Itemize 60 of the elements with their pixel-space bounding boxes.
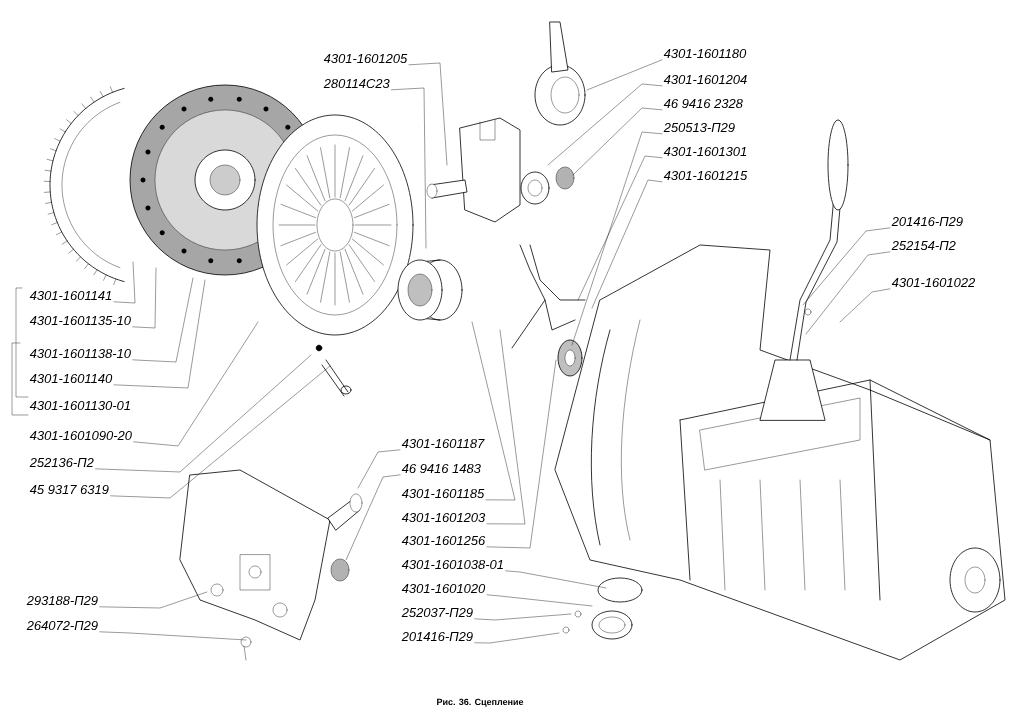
callout-number: 46 9416 2328: [663, 98, 743, 109]
callout-number: 293188-П29: [26, 595, 98, 606]
callout-number: 4301-1601185: [401, 488, 485, 499]
leader-line: [572, 107, 663, 176]
callout-number: 201416-П29: [401, 631, 473, 642]
leader-line: [113, 279, 206, 389]
leader-line: [486, 594, 593, 607]
callout-number: 4301-1601205: [323, 53, 408, 64]
callout-number: 4301-1601135-10: [29, 315, 131, 326]
callout-number: 4301-1601204: [663, 74, 747, 85]
callout-number: 280114С23: [323, 78, 390, 89]
caption: Рис. 36. Сцепление: [437, 698, 524, 707]
leader-line: [805, 251, 891, 335]
leader-line: [99, 631, 247, 641]
leader-line: [586, 59, 663, 91]
callout-number: 252154-П2: [891, 240, 956, 251]
leader-line: [486, 329, 526, 525]
leader-line: [547, 83, 663, 166]
callout-number: 4301-1601038-01: [401, 559, 503, 570]
leader-line: [133, 321, 259, 447]
callout-number: 252136-П2: [29, 457, 94, 468]
callout-number: 4301-1601022: [891, 277, 976, 288]
leader-line: [99, 591, 208, 609]
leader-line: [345, 474, 401, 561]
leader-line: [408, 62, 448, 166]
callout-number: 46 9416 1483: [401, 463, 481, 474]
leader-line: [577, 155, 663, 301]
callout-number: 4301-1601141: [29, 290, 112, 301]
leader-line: [471, 321, 516, 501]
leader-line: [110, 365, 331, 499]
callout-number: 4301-1601187: [401, 438, 485, 449]
leader-line: [132, 277, 194, 363]
callout-number: 45 9317 6319: [29, 484, 109, 495]
leader-line: [505, 570, 607, 589]
callout-number: 252037-П29: [401, 607, 473, 618]
callout-number: 4301-1601215: [663, 170, 748, 181]
leader-line: [474, 613, 572, 621]
callout-number: 250513-П29: [663, 122, 735, 133]
callout-number: 4301-1601140: [29, 373, 113, 384]
callout-number: 4301-1601020: [401, 583, 486, 594]
callout-number: 4301-1601138-10: [29, 348, 131, 359]
leader-line: [591, 179, 663, 309]
callout-number: 201416-П29: [891, 216, 963, 227]
callout-number: 4301-1601256: [401, 535, 486, 546]
leader-line: [132, 267, 157, 329]
leader-line: [95, 354, 312, 473]
callout-number: 4301-1601180: [663, 48, 747, 59]
callout-number: 264072-П29: [26, 620, 98, 631]
callout-number: 4301-1601301: [663, 146, 747, 157]
callout-number: 4301-1601090-20: [29, 430, 132, 441]
callout-number: 4301-1601130-01: [29, 400, 130, 411]
leader-line: [357, 449, 401, 489]
leader-line: [486, 359, 557, 549]
callout-number: 4301-1601203: [401, 512, 486, 523]
leader-line: [571, 131, 663, 346]
leader-line: [113, 261, 136, 304]
leader-line: [802, 227, 891, 306]
leader-line: [474, 632, 560, 644]
leader-line: [391, 87, 427, 249]
leader-line: [839, 288, 891, 323]
